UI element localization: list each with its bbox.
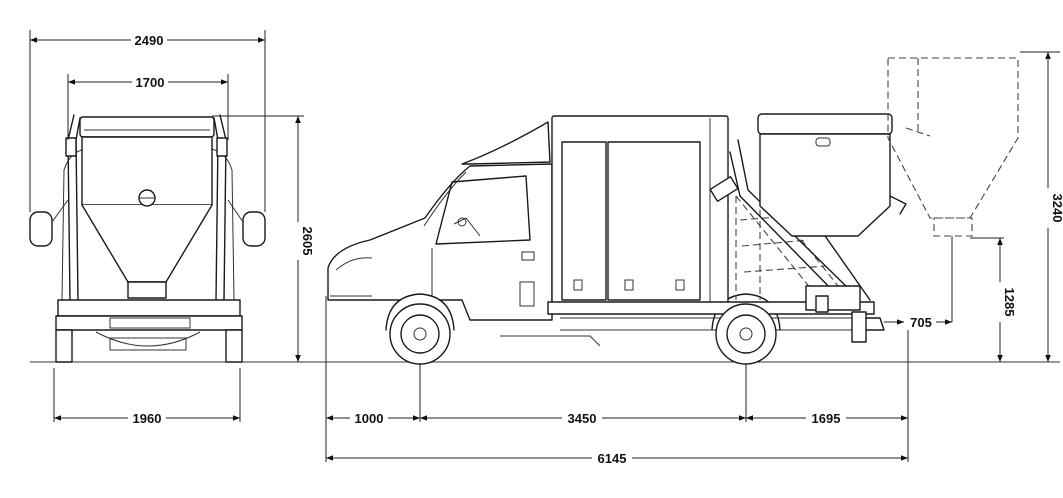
dim-label-front-track-width: 1960 xyxy=(133,411,162,426)
dim-label-overall-length: 6145 xyxy=(598,451,627,466)
tool-compartment xyxy=(551,115,729,313)
windshield xyxy=(423,171,467,227)
rear-wheel xyxy=(715,303,777,365)
front-right-wheel xyxy=(225,329,243,363)
dim-label-front-height: 2605 xyxy=(300,227,315,256)
dim-label-discharge-height: 1285 xyxy=(1002,288,1017,317)
lift-arm-dashed xyxy=(735,187,847,301)
headlight xyxy=(335,257,373,271)
front-hopper-cone xyxy=(81,204,213,283)
dimension-lines: 2490 1700 1960 2605 1000 3450 1695 6145 xyxy=(29,30,1063,466)
dim-label-max-tipping-height: 3240 xyxy=(1050,194,1063,223)
dim-label-rear-hopper-reach: 705 xyxy=(910,315,932,330)
cab-body xyxy=(327,163,553,321)
right-mirror xyxy=(242,211,266,247)
tipped-hopper-outline xyxy=(887,57,1019,237)
lift-mechanism xyxy=(729,139,851,301)
left-mirror xyxy=(29,211,53,247)
dim-label-front-hopper-width: 1700 xyxy=(136,75,165,90)
dim-label-front-total-width: 2490 xyxy=(135,33,164,48)
front-view xyxy=(29,114,266,363)
side-view xyxy=(327,113,907,365)
front-chassis-beam xyxy=(57,299,241,317)
rear-bumper xyxy=(851,311,867,343)
rear-hopper-body xyxy=(759,133,891,237)
front-hopper-lid xyxy=(79,116,215,138)
roof-spoiler xyxy=(461,121,551,165)
dim-label-rear-overhang: 1695 xyxy=(812,411,841,426)
chassis-frame xyxy=(547,301,875,315)
dim-label-front-overhang: 1000 xyxy=(355,411,384,426)
dim-label-wheelbase: 3450 xyxy=(568,411,597,426)
front-left-wheel xyxy=(55,329,73,363)
rear-hopper-lid xyxy=(757,113,893,135)
side-window xyxy=(435,175,531,245)
front-wheel xyxy=(389,303,451,365)
